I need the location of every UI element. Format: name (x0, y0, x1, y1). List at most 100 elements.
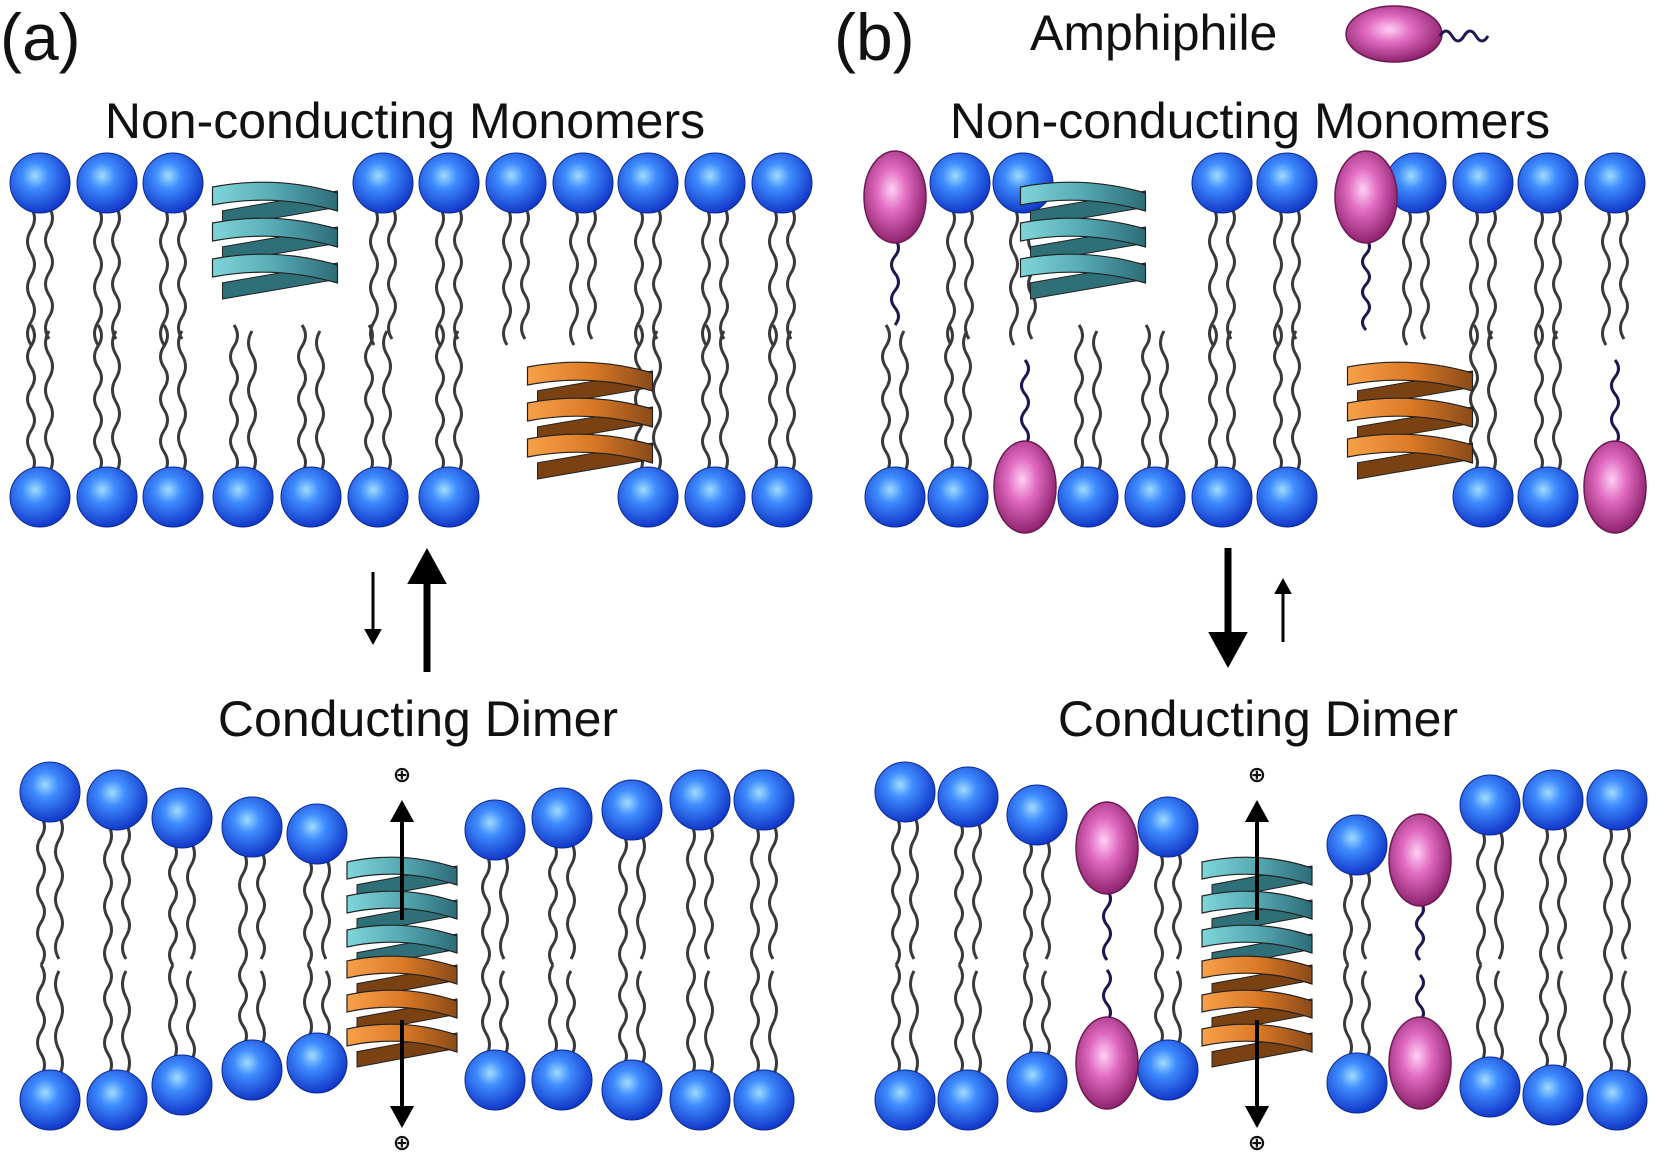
lipid (151, 964, 213, 1116)
lipid-tail (1361, 970, 1371, 1060)
lipid-head (1586, 769, 1648, 831)
helix-monomer-orange (1346, 361, 1474, 480)
lipid-head (864, 466, 926, 528)
lipid-head (280, 466, 342, 528)
helix-dimer-orange (346, 955, 458, 1068)
lipid-tail (686, 823, 696, 966)
lipid-tail (186, 841, 196, 960)
lipid-tail (481, 964, 491, 1057)
lipid (1191, 152, 1253, 346)
lipid (552, 152, 614, 346)
lipid-head (286, 803, 348, 865)
lipid-tail (701, 324, 711, 474)
amphiphile-tail (1102, 969, 1112, 1022)
amphiphile (1583, 359, 1647, 534)
lipid-head (142, 466, 204, 528)
helix-front-strand (211, 217, 339, 248)
lipid (1006, 784, 1068, 966)
helix-front-strand (526, 361, 654, 392)
arrow-head (1208, 632, 1248, 668)
lipid (1124, 324, 1186, 528)
lipid-head (684, 152, 746, 214)
lipid (1586, 769, 1648, 966)
amphiphile-head (1388, 813, 1452, 907)
lipid-tail (1009, 206, 1019, 346)
helix-front-strand (526, 397, 654, 428)
amphiphile (993, 359, 1057, 534)
lipid (874, 761, 936, 966)
lipid-tail (93, 206, 103, 346)
lipid-tail (1208, 206, 1218, 346)
lipid-tail (881, 324, 891, 474)
amphiphile (1388, 973, 1452, 1110)
lipid-head (531, 1049, 593, 1111)
lipid-head (1517, 152, 1579, 214)
lipid (221, 796, 283, 966)
lipid-head (485, 152, 547, 214)
arrow-head (1274, 578, 1292, 594)
amphiphile-tail (1102, 889, 1112, 961)
lipid (86, 769, 148, 966)
lipid-tail (909, 970, 919, 1077)
lipid (418, 324, 480, 528)
lipid-tail (1172, 850, 1182, 960)
charge-arrow-up (389, 800, 415, 920)
charge-symbol-b-bottom: ⊕ (1248, 1130, 1266, 1155)
lipid-tail (453, 330, 463, 474)
amphiphile-tail (1415, 973, 1425, 1023)
lipid-head (212, 466, 274, 528)
lipid-tail (704, 823, 714, 960)
lipid-tail (786, 330, 796, 474)
amphiphile (1388, 813, 1452, 962)
lipid (733, 769, 795, 966)
lipid (485, 152, 547, 346)
lipid-tail (177, 206, 187, 340)
lipid-tail (186, 970, 196, 1062)
helix-front-strand (1019, 217, 1147, 248)
lipid-tail (168, 841, 178, 966)
amphiphile-legend-label: Amphiphile (1030, 5, 1277, 61)
lipid-tail (256, 970, 266, 1047)
arrow-head (389, 800, 415, 822)
lipid-head (76, 466, 138, 528)
lipid (221, 964, 283, 1101)
amphiphile-head (1075, 801, 1139, 895)
lipid-tail (719, 206, 729, 340)
lipid (1326, 964, 1388, 1114)
amphiphile (863, 150, 927, 326)
lipid-tail (1601, 206, 1611, 346)
lipid-head (1326, 1052, 1388, 1114)
lipid-tail (768, 823, 778, 960)
lipid (1452, 152, 1514, 346)
lipid (1522, 769, 1584, 966)
lipid (1006, 964, 1068, 1113)
lipid-tail (26, 206, 36, 346)
panel-b-top-title: Non-conducting Monomers (950, 93, 1550, 149)
lipid-tail (1469, 206, 1479, 346)
lipid-head (1459, 1056, 1521, 1118)
lipid-tail (1552, 330, 1562, 474)
lipid-head (19, 1069, 81, 1131)
lipid (142, 324, 204, 528)
lipid-head (751, 152, 813, 214)
lipid-tail (548, 841, 558, 966)
lipid-tail (964, 206, 974, 340)
lipid (531, 964, 593, 1111)
amphiphile-legend-icon (1345, 5, 1443, 63)
lipid-tail (636, 970, 646, 1067)
lipid-tail (1621, 970, 1631, 1077)
lipid-tail (435, 206, 445, 346)
lipid-tail (247, 330, 257, 474)
lipid (927, 324, 989, 528)
lipid-tail (453, 206, 463, 340)
lipid (1459, 964, 1521, 1118)
lipid-head (1191, 152, 1253, 214)
lipid-head (927, 466, 989, 528)
lipid (669, 769, 731, 966)
lipid-tail (520, 206, 530, 340)
lipid-tail (1343, 868, 1353, 966)
lipid-tail (569, 206, 579, 346)
lipid-tail (1539, 964, 1549, 1072)
lipid-head (1006, 1051, 1068, 1113)
